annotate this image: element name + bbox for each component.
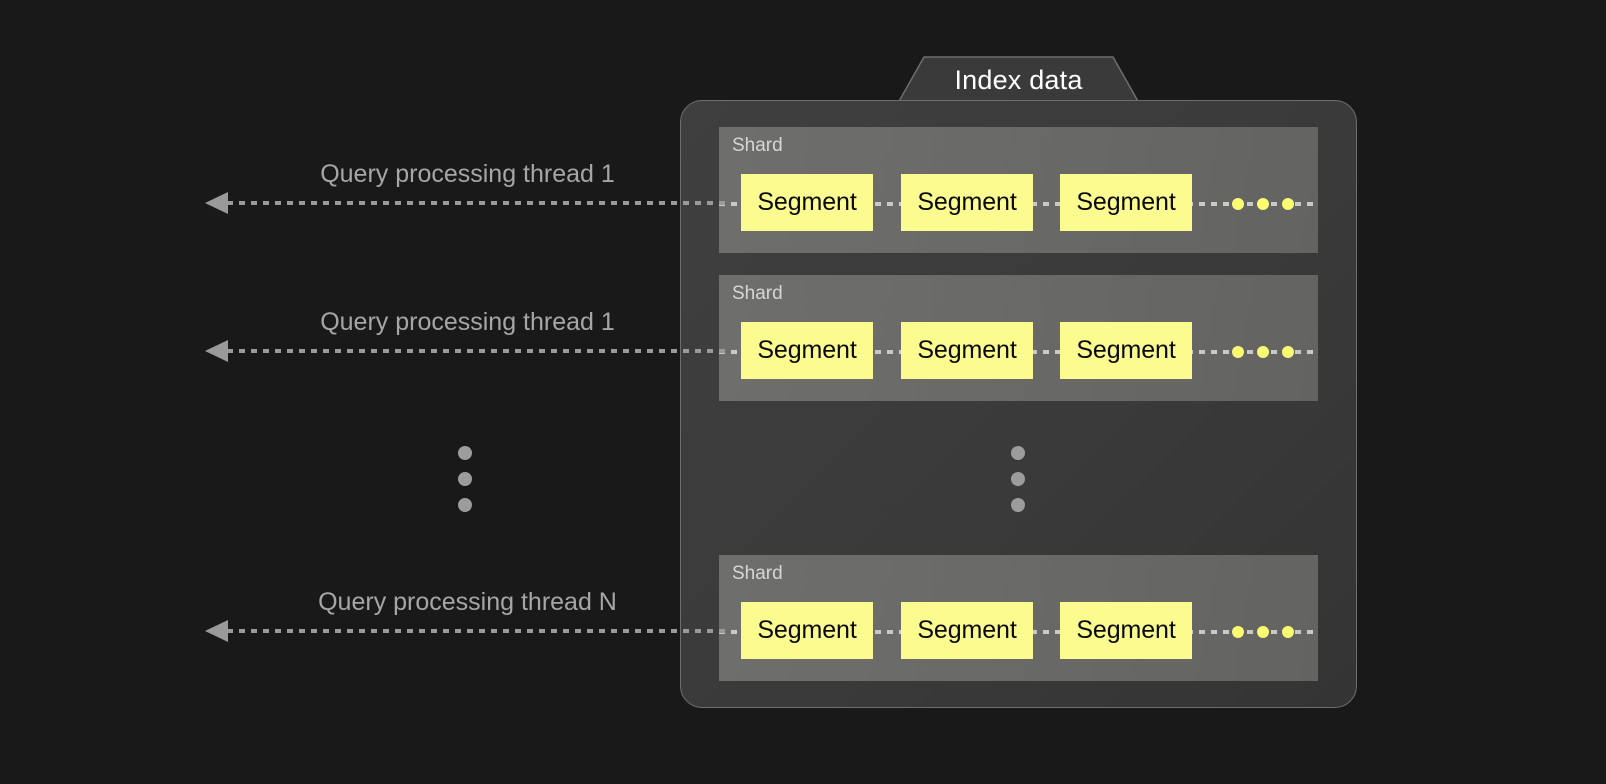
segment-ellipsis-dot: [1282, 198, 1294, 210]
shard-label: Shard: [732, 563, 783, 584]
segment-box[interactable]: Segment: [741, 174, 873, 231]
ellipsis-dot: [1011, 472, 1025, 486]
segment-ellipsis-dot: [1282, 626, 1294, 638]
ellipsis-dot: [1011, 446, 1025, 460]
segment-ellipsis-dot: [1257, 346, 1269, 358]
segment-ellipsis-dot: [1232, 626, 1244, 638]
query-thread-label: Query processing thread 1: [320, 308, 615, 336]
query-thread-connector: [227, 629, 730, 633]
segment-box[interactable]: Segment: [1060, 602, 1192, 659]
segment-box[interactable]: Segment: [901, 322, 1033, 379]
segment-box[interactable]: Segment: [901, 602, 1033, 659]
shard-row[interactable]: Shard Segment Segment Segment: [719, 555, 1318, 681]
query-thread: Query processing thread 1: [205, 308, 730, 378]
segment-ellipsis-dot: [1232, 346, 1244, 358]
arrow-left-icon: [205, 620, 229, 642]
query-thread: Query processing thread N: [205, 588, 730, 658]
index-data-title: Index data: [954, 64, 1083, 95]
query-thread-connector: [227, 349, 730, 353]
segment-ellipsis-dot: [1257, 626, 1269, 638]
query-thread: Query processing thread 1: [205, 160, 730, 230]
segment-box[interactable]: Segment: [741, 602, 873, 659]
ellipsis-dot: [458, 446, 472, 460]
shard-row[interactable]: Shard Segment Segment Segment: [719, 127, 1318, 253]
ellipsis-dot: [458, 498, 472, 512]
segment-box[interactable]: Segment: [901, 174, 1033, 231]
arrow-left-icon: [205, 340, 229, 362]
ellipsis-dot: [458, 472, 472, 486]
shard-label: Shard: [732, 135, 783, 156]
segment-ellipsis-dot: [1232, 198, 1244, 210]
segment-box[interactable]: Segment: [1060, 322, 1192, 379]
query-thread-connector: [227, 201, 730, 205]
ellipsis-dot: [1011, 498, 1025, 512]
query-thread-label: Query processing thread 1: [320, 160, 615, 188]
segment-box[interactable]: Segment: [1060, 174, 1192, 231]
shard-label: Shard: [732, 283, 783, 304]
thread-vertical-ellipsis: [458, 446, 472, 512]
arrow-left-icon: [205, 192, 229, 214]
shard-vertical-ellipsis: [1011, 446, 1025, 512]
shard-row[interactable]: Shard Segment Segment Segment: [719, 275, 1318, 401]
segment-ellipsis-dot: [1282, 346, 1294, 358]
segment-box[interactable]: Segment: [741, 322, 873, 379]
segment-ellipsis-dot: [1257, 198, 1269, 210]
query-thread-label: Query processing thread N: [318, 588, 617, 616]
